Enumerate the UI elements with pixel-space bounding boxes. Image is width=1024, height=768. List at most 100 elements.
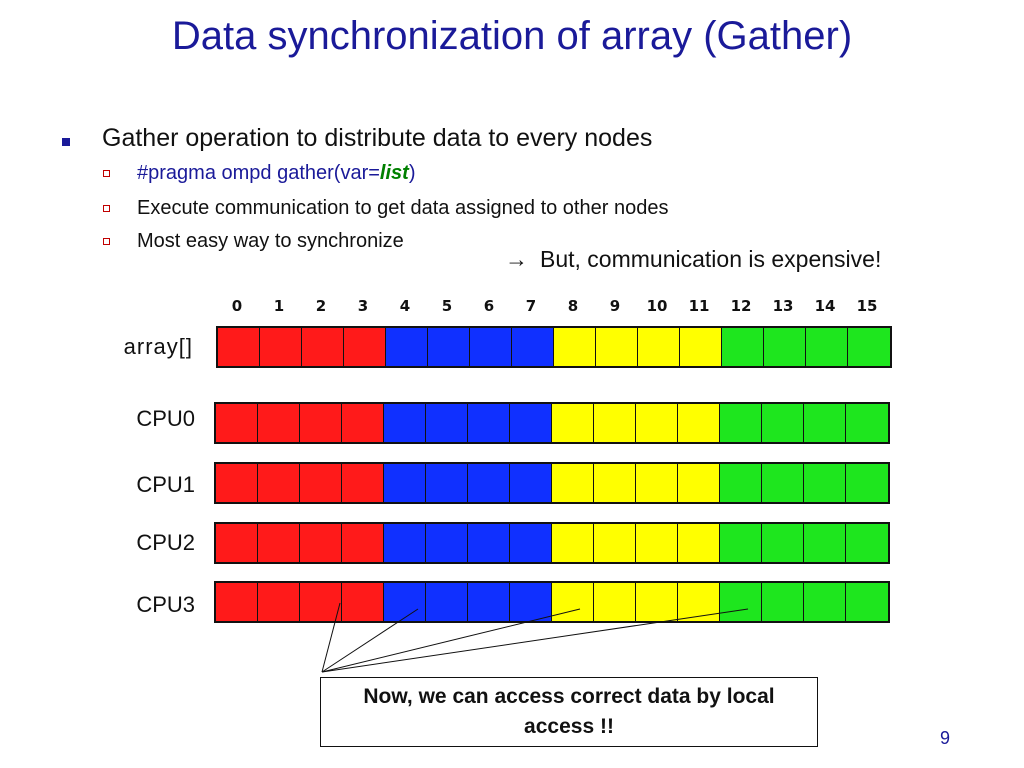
array-cell-red: [216, 404, 258, 442]
hollow-square-bullet-icon: [103, 205, 110, 212]
array-cell-yellow: [594, 524, 636, 562]
array-cell-blue: [512, 328, 554, 366]
array-strip: [216, 326, 892, 368]
sub-bullet-pragma: #pragma ompd gather(var=list): [103, 162, 416, 185]
index-label: 14: [814, 297, 836, 315]
array-cell-blue: [468, 464, 510, 502]
cpu-strip: [214, 462, 890, 504]
right-arrow-icon: →: [505, 246, 528, 272]
cpu-label: CPU0: [136, 406, 195, 431]
page-number: 9: [940, 728, 951, 748]
array-cell-green: [846, 524, 888, 562]
array-cell-yellow: [678, 404, 720, 442]
array-cell-red: [260, 328, 302, 366]
array-cell-yellow: [552, 524, 594, 562]
slide-title: Data synchronization of array (Gather): [171, 14, 853, 58]
array-cell-yellow: [552, 464, 594, 502]
index-label: 9: [609, 297, 621, 315]
array-cell-blue: [384, 464, 426, 502]
array-cell-blue: [510, 404, 552, 442]
array-cell-yellow: [554, 328, 596, 366]
array-cell-blue: [426, 583, 468, 621]
callout-box: Now, we can access correct data by local…: [320, 677, 818, 747]
array-cell-green: [806, 328, 848, 366]
pragma-list-keyword: list: [379, 162, 409, 184]
index-label: 15: [856, 297, 878, 315]
array-cell-green: [762, 404, 804, 442]
array-cell-green: [764, 328, 806, 366]
array-cell-yellow: [596, 328, 638, 366]
index-label: 5: [441, 297, 453, 315]
array-cell-green: [720, 583, 762, 621]
array-cell-green: [804, 404, 846, 442]
array-cell-yellow: [594, 464, 636, 502]
array-cell-red: [342, 404, 384, 442]
array-cell-red: [300, 524, 342, 562]
array-cell-yellow: [552, 404, 594, 442]
array-cell-yellow: [636, 404, 678, 442]
array-cell-green: [804, 583, 846, 621]
array-cell-red: [218, 328, 260, 366]
expensive-note: → But, communication is expensive!: [505, 246, 881, 273]
index-label: 3: [357, 297, 369, 315]
array-cell-red: [300, 404, 342, 442]
array-cell-red: [216, 524, 258, 562]
array-cell-yellow: [678, 464, 720, 502]
array-cell-blue: [468, 583, 510, 621]
square-bullet-icon: [62, 138, 70, 146]
array-cell-red: [302, 328, 344, 366]
array-cell-green: [804, 524, 846, 562]
array-cell-blue: [384, 524, 426, 562]
array-cell-blue: [426, 464, 468, 502]
pointer-line-blue: [321, 608, 419, 673]
array-cell-blue: [510, 524, 552, 562]
array-cell-yellow: [680, 328, 722, 366]
pointer-line-yellow: [321, 608, 581, 673]
index-label: 10: [646, 297, 668, 315]
array-cell-red: [216, 464, 258, 502]
main-bullet-text: Gather operation to distribute data to e…: [102, 124, 653, 152]
pragma-suffix: ): [408, 162, 416, 184]
array-cell-green: [804, 464, 846, 502]
array-cell-blue: [384, 404, 426, 442]
array-cell-green: [762, 464, 804, 502]
array-cell-blue: [428, 328, 470, 366]
array-cell-red: [216, 583, 258, 621]
array-cell-red: [342, 583, 384, 621]
index-label: 8: [567, 297, 579, 315]
array-cell-red: [300, 583, 342, 621]
sub-bullet-text: Execute communication to get data assign…: [137, 197, 669, 219]
array-cell-green: [720, 464, 762, 502]
sub-bullet-text: Most easy way to synchronize: [137, 230, 404, 252]
pointer-line-green: [321, 608, 749, 673]
array-cell-blue: [386, 328, 428, 366]
array-label: array[]: [123, 334, 193, 359]
array-cell-green: [720, 404, 762, 442]
expensive-note-text: But, communication is expensive!: [540, 246, 882, 272]
index-label: 12: [730, 297, 752, 315]
array-cell-blue: [426, 404, 468, 442]
array-cell-red: [300, 464, 342, 502]
array-cell-blue: [468, 524, 510, 562]
array-cell-blue: [510, 464, 552, 502]
index-label: 11: [688, 297, 710, 315]
index-label: 7: [525, 297, 537, 315]
array-cell-red: [342, 524, 384, 562]
pragma-prefix: #pragma ompd gather(var=: [137, 162, 380, 184]
cpu-strip: [214, 581, 890, 623]
array-cell-blue: [510, 583, 552, 621]
array-cell-green: [846, 404, 888, 442]
array-cell-yellow: [636, 524, 678, 562]
cpu-label: CPU2: [136, 530, 195, 555]
array-cell-yellow: [678, 524, 720, 562]
index-label: 0: [231, 297, 243, 315]
array-cell-yellow: [636, 464, 678, 502]
hollow-square-bullet-icon: [103, 238, 110, 245]
array-cell-red: [258, 404, 300, 442]
main-bullet: Gather operation to distribute data to e…: [62, 124, 653, 153]
array-cell-red: [258, 524, 300, 562]
array-cell-yellow: [594, 404, 636, 442]
index-label: 6: [483, 297, 495, 315]
array-cell-yellow: [594, 583, 636, 621]
